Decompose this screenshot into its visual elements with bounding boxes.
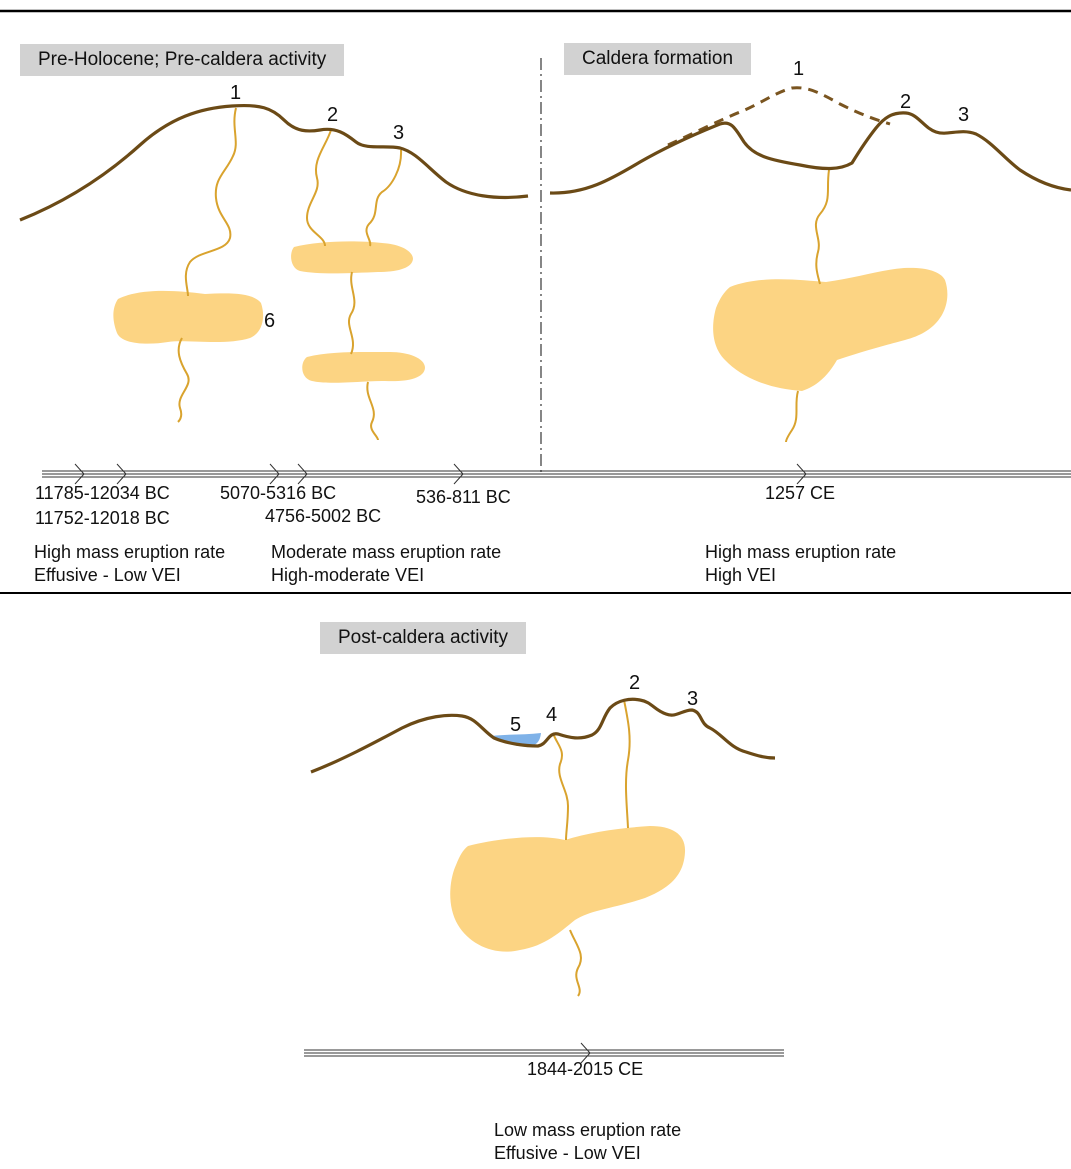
magma-reservoir: [291, 241, 413, 274]
timeline-marker: [580, 1042, 591, 1064]
pre-caldera-drawing: [19, 103, 529, 441]
caldera-formation-title: Caldera formation: [564, 43, 752, 75]
conduit: [552, 732, 570, 841]
post-caldera-title: Post-caldera activity: [320, 622, 527, 654]
magma-reservoir: [302, 351, 425, 383]
vent-label-4: 4: [546, 704, 558, 726]
reservoir-label-6: 6: [264, 310, 276, 332]
conduit: [623, 699, 631, 829]
vent-label-2: 2: [900, 91, 912, 113]
conduit: [815, 169, 830, 285]
conduit: [785, 390, 799, 443]
vent-label-3: 3: [393, 122, 405, 144]
date-label: 5070-5316 BC: [220, 483, 337, 503]
vei-text: High VEI: [705, 565, 777, 585]
eruption-rate-text: Moderate mass eruption rate: [271, 542, 502, 562]
timeline-marker: [297, 463, 308, 485]
conduit: [305, 129, 332, 247]
vent-label-2: 2: [327, 104, 339, 126]
conduit: [177, 337, 190, 423]
former-summit-outline: [667, 86, 891, 147]
magma-reservoir: [113, 290, 264, 344]
crater-lake: [492, 733, 541, 747]
date-label: 4756-5002 BC: [265, 506, 382, 526]
lake-label-5: 5: [510, 714, 522, 736]
conduit: [184, 107, 237, 297]
conduit: [366, 381, 379, 441]
vei-text: Effusive - Low VEI: [494, 1143, 641, 1163]
vent-label-1: 1: [793, 58, 805, 80]
vei-text: Effusive - Low VEI: [34, 565, 181, 585]
date-label: 11752-12018 BC: [35, 508, 170, 528]
magma-reservoir: [713, 267, 948, 391]
date-label: 536-811 BC: [416, 487, 511, 507]
timeline-marker: [453, 463, 464, 485]
vent-label-2: 2: [629, 672, 641, 694]
magma-reservoir: [450, 826, 686, 952]
date-label: 11785-12034 BC: [35, 483, 170, 503]
volcano-profile: [19, 103, 529, 222]
volcano-profile: [310, 697, 776, 774]
date-label: 1257 CE: [765, 483, 836, 503]
date-label: 1844-2015 CE: [527, 1059, 644, 1079]
timeline-marker: [796, 463, 807, 485]
vent-label-1: 1: [230, 82, 242, 104]
vent-label-3: 3: [687, 688, 699, 710]
vei-text: High-moderate VEI: [271, 565, 425, 585]
pre-caldera-title: Pre-Holocene; Pre-caldera activity: [20, 44, 345, 76]
eruption-rate-text: High mass eruption rate: [705, 542, 897, 562]
volcano-profile: [549, 111, 1071, 195]
caldera-formation-drawing: [549, 86, 1071, 443]
timeline-marker: [116, 463, 127, 485]
eruption-rate-text: High mass eruption rate: [34, 542, 226, 562]
timeline-marker: [74, 463, 85, 485]
eruption-rate-text: Low mass eruption rate: [494, 1120, 682, 1140]
timeline-marker: [269, 463, 280, 485]
conduit: [365, 149, 403, 247]
conduit: [348, 271, 356, 355]
conduit: [569, 929, 582, 997]
vent-label-3: 3: [958, 104, 970, 126]
post-caldera-drawing: [310, 697, 776, 997]
